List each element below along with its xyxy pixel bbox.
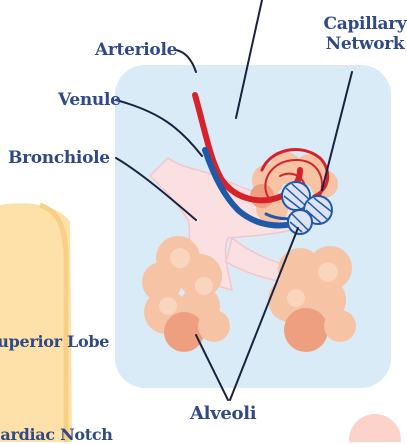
label-alveoli: Alveoli [190,403,256,424]
lung-lobe [0,203,72,442]
label-arteriole: Arteriole [95,40,177,60]
label-cardiac-notch: Cardiac Notch [0,425,113,444]
label-bronchiole: Bronchiole [8,148,110,168]
pink-blob [349,414,401,442]
label-venule: Venule [58,90,121,110]
label-superior-lobe: Superior Lobe [0,332,109,351]
label-capillary-line1: Capillary [320,14,407,34]
label-capillary-network: Capillary Network [320,14,407,54]
label-capillary-line2: Network [320,34,407,54]
